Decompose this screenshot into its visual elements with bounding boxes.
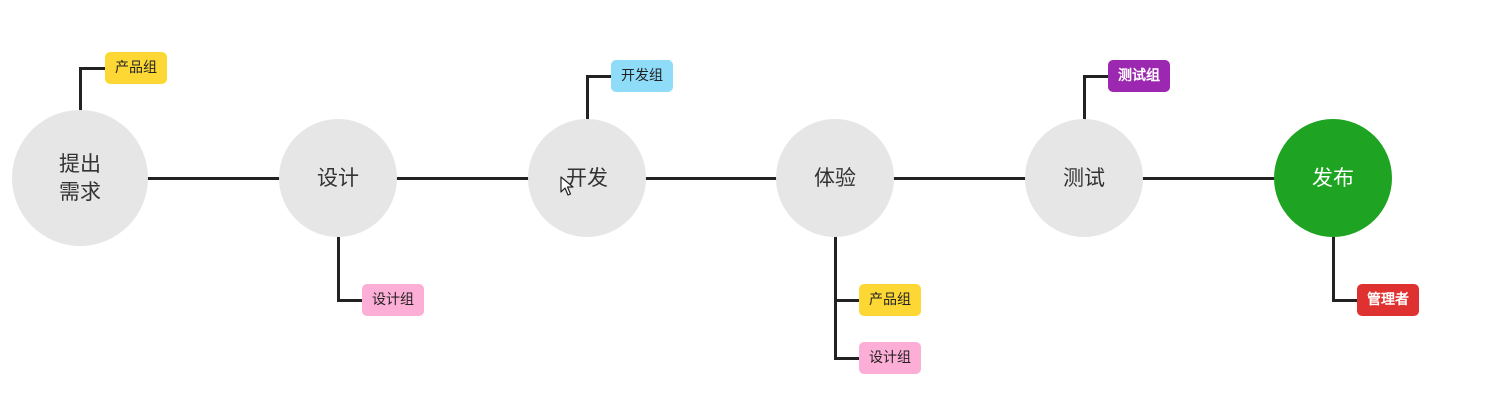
tag-connector	[336, 237, 340, 302]
tag-connector	[1082, 76, 1086, 121]
connector-line	[395, 176, 530, 180]
team-tag[interactable]: 开发组	[611, 60, 673, 92]
tag-connector	[833, 298, 862, 302]
stage-label: 设计	[317, 166, 359, 190]
connector-line	[892, 176, 1027, 180]
stage-node[interactable]: 提出 需求	[12, 110, 148, 246]
connector-line	[146, 176, 281, 180]
stage-node[interactable]: 测试	[1025, 119, 1143, 237]
stage-label: 测试	[1063, 166, 1105, 190]
connector-line	[1141, 176, 1276, 180]
mouse-pointer-icon	[560, 176, 574, 196]
stage-label: 发布	[1312, 166, 1354, 190]
tag-connector	[1331, 237, 1335, 302]
team-tag[interactable]: 产品组	[859, 284, 921, 316]
stage-node[interactable]: 设计	[279, 119, 397, 237]
stage-label: 提出 需求	[59, 152, 101, 204]
team-tag[interactable]: 设计组	[362, 284, 424, 316]
team-tag[interactable]: 管理者	[1357, 284, 1419, 316]
stage-node[interactable]: 体验	[776, 119, 894, 237]
tag-connector	[833, 237, 837, 360]
tag-connector	[833, 356, 862, 360]
tag-connector	[1082, 74, 1111, 78]
tag-connector	[585, 76, 589, 121]
stage-node[interactable]: 开发	[528, 119, 646, 237]
team-tag[interactable]: 测试组	[1108, 60, 1170, 92]
tag-connector	[336, 298, 365, 302]
connector-line	[644, 176, 778, 180]
team-tag[interactable]: 产品组	[105, 52, 167, 84]
stage-label: 开发	[566, 166, 608, 190]
team-tag[interactable]: 设计组	[859, 342, 921, 374]
tag-connector	[78, 66, 108, 70]
stage-label: 体验	[814, 166, 856, 190]
tag-connector	[1331, 298, 1360, 302]
stage-node[interactable]: 发布	[1274, 119, 1392, 237]
tag-connector	[585, 74, 614, 78]
tag-connector	[78, 68, 82, 112]
